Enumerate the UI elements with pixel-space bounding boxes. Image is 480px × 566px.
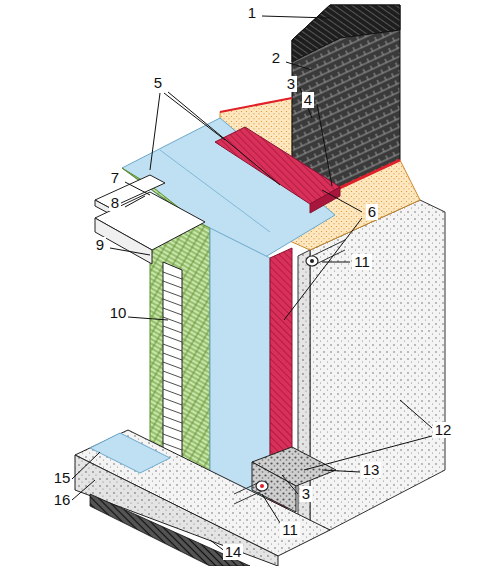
callout-number: 11 — [280, 522, 300, 538]
hatch-stroke — [163, 344, 182, 351]
hatch-stroke — [163, 398, 182, 405]
callout-number: 10 — [108, 305, 129, 321]
hatch-stroke — [163, 362, 182, 369]
hatch-stroke — [163, 299, 182, 306]
hatch-stroke — [163, 416, 182, 423]
callout-number: 4 — [302, 92, 314, 108]
callout-number: 6 — [366, 204, 378, 220]
callout-number: 14 — [223, 544, 244, 560]
hatch-stroke — [163, 281, 182, 288]
callout-number: 5 — [152, 75, 164, 91]
callout-number: 12 — [433, 422, 454, 438]
hatch-stroke — [163, 389, 182, 396]
hatch-stroke — [163, 380, 182, 387]
hatch-stroke — [163, 434, 182, 441]
callout-number: 13 — [361, 462, 382, 478]
callout-number: 11 — [352, 254, 372, 270]
hatch-stroke — [163, 335, 182, 342]
callout-number: 9 — [94, 237, 106, 253]
callout-number: 15 — [52, 470, 73, 486]
callout-number: 7 — [109, 170, 121, 186]
callout-number: 8 — [109, 195, 121, 211]
hatch-stroke — [163, 407, 182, 414]
hatch-stroke — [163, 353, 182, 360]
hatch-stroke — [163, 290, 182, 297]
callout-number: 3 — [300, 486, 312, 502]
hatch-stroke — [163, 371, 182, 378]
hatch-stroke — [163, 308, 182, 315]
hatch-stroke — [163, 317, 182, 324]
callout-number: 3 — [285, 76, 297, 92]
callout-number: 2 — [270, 50, 282, 66]
callout-number: 1 — [246, 5, 258, 21]
hatch-stroke — [163, 425, 182, 432]
hatch-stroke — [163, 326, 182, 333]
hatch-stroke — [163, 272, 182, 279]
callout-number: 16 — [52, 492, 73, 508]
